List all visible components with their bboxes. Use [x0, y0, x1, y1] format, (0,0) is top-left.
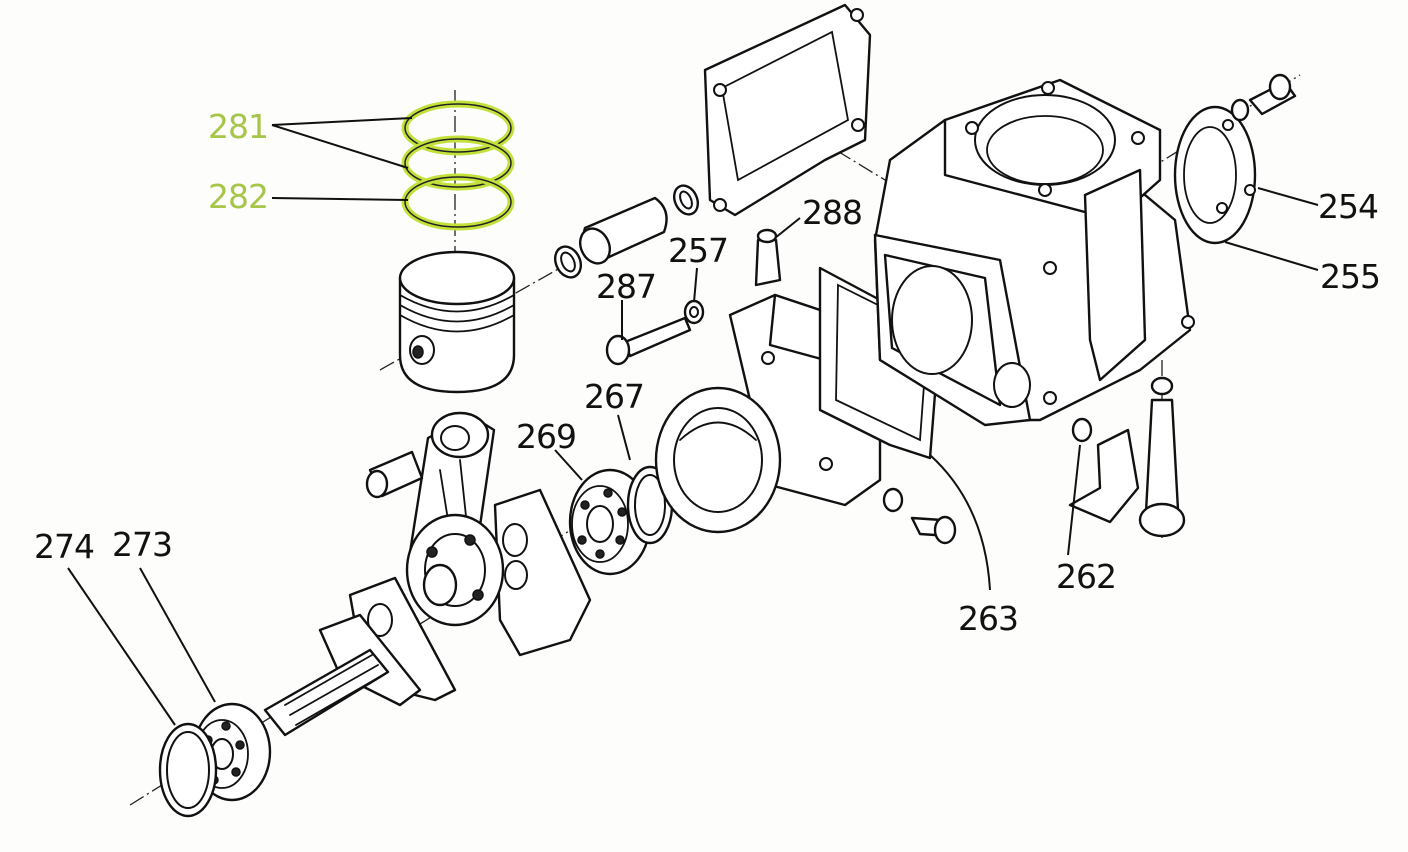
- crank-bearing-273: [158, 702, 272, 818]
- label-282: 282: [208, 177, 268, 216]
- label-288: 288: [802, 193, 862, 232]
- label-263: 263: [958, 599, 1018, 638]
- label-273: 273: [112, 525, 172, 564]
- label-267: 267: [584, 377, 644, 416]
- piston: [398, 250, 516, 394]
- cylinder-block: [873, 78, 1195, 427]
- label-287: 287: [596, 267, 656, 306]
- hardware: [605, 228, 1186, 545]
- label-269: 269: [516, 417, 576, 456]
- main-bearing-269: [568, 465, 674, 576]
- leader-lines: [67, 117, 1319, 726]
- rear-flange: [1173, 73, 1297, 245]
- top-cover-gasket: [703, 3, 872, 217]
- piston-rings: [401, 100, 515, 231]
- label-262: 262: [1056, 557, 1116, 596]
- label-274: 274: [34, 527, 94, 566]
- crankshaft: [263, 488, 592, 737]
- part-labels: 281 282 287 257 288 254 255 267 269 274 …: [34, 107, 1381, 638]
- wrist-pin-set: [553, 184, 700, 279]
- label-254: 254: [1318, 187, 1378, 226]
- label-255: 255: [1320, 257, 1380, 296]
- label-281: 281: [208, 107, 268, 146]
- label-257: 257: [668, 231, 728, 270]
